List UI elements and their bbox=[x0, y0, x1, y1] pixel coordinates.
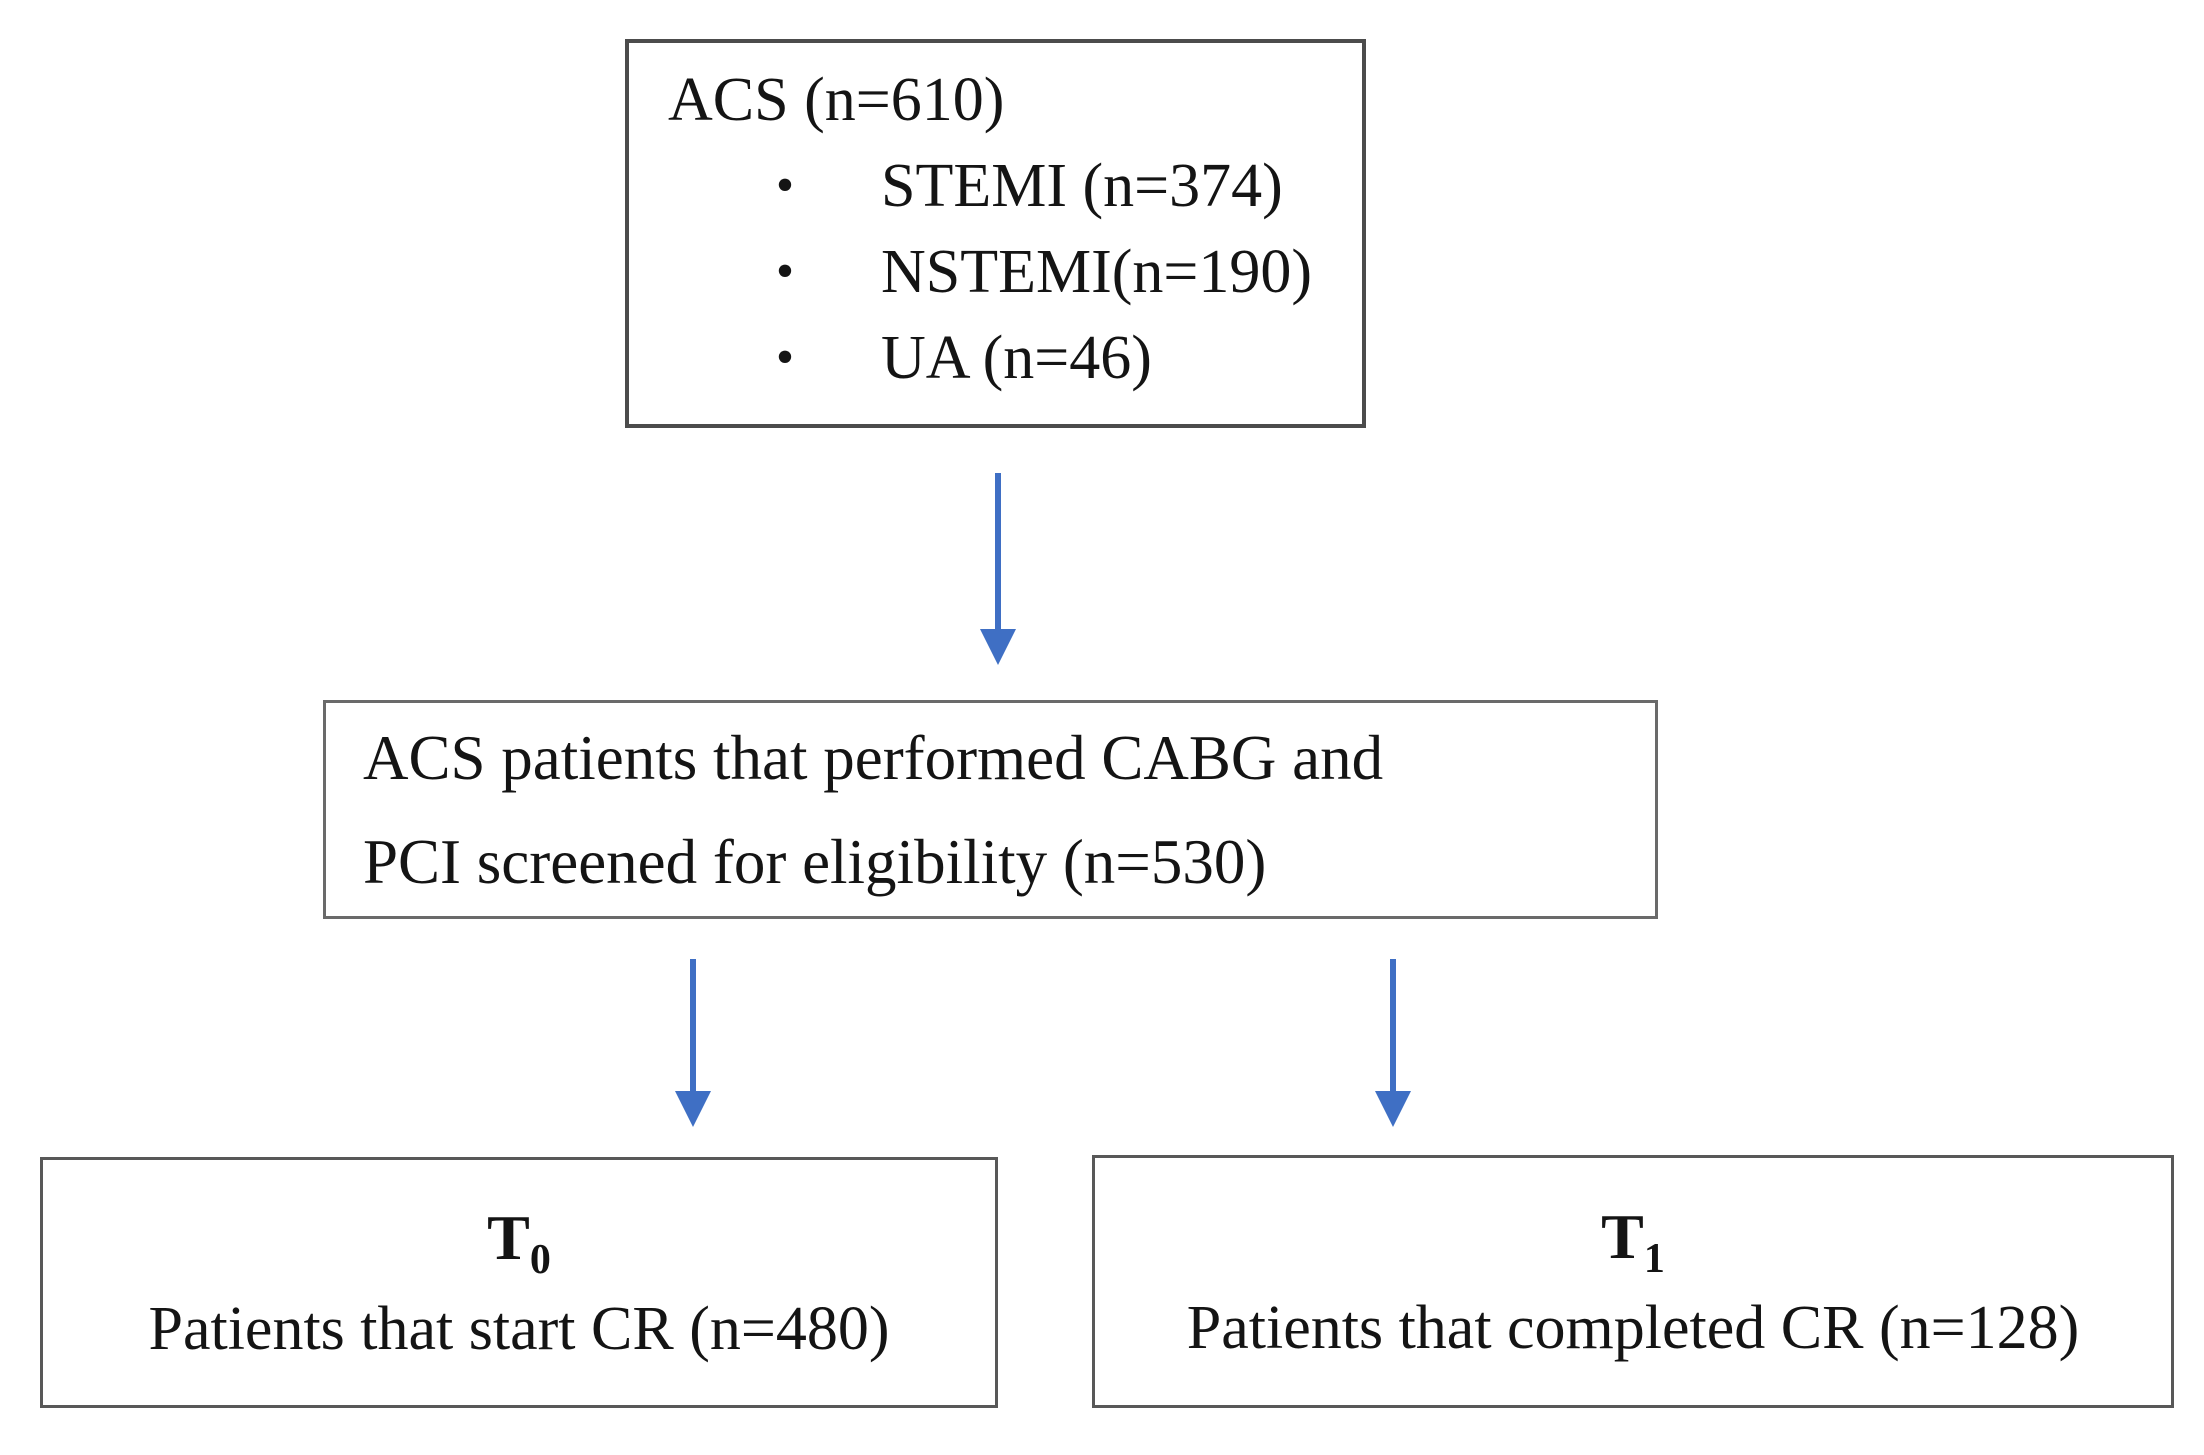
t0-start-cr-box: T0 Patients that start CR (n=480) bbox=[40, 1157, 998, 1408]
bullet-icon: • bbox=[775, 243, 795, 300]
t1-completed-cr-box: T1 Patients that completed CR (n=128) bbox=[1092, 1155, 2174, 1408]
eligibility-line-2: PCI screened for eligibility (n=530) bbox=[363, 826, 1267, 897]
down-arrow-icon bbox=[1375, 959, 1411, 1127]
down-arrow-icon bbox=[675, 959, 711, 1127]
eligibility-line-1: ACS patients that performed CABG and bbox=[363, 722, 1384, 793]
bullet-icon: • bbox=[775, 329, 795, 386]
t1-label: T1 bbox=[1601, 1191, 1665, 1283]
list-item-label: UA (n=46) bbox=[881, 324, 1152, 392]
t1-text: Patients that completed CR (n=128) bbox=[1186, 1293, 2080, 1362]
list-item-label: STEMI (n=374) bbox=[881, 152, 1283, 220]
list-item-stemi: • STEMI (n=374) bbox=[668, 143, 1352, 229]
acs-cohort-box: ACS (n=610) • STEMI (n=374) • NSTEMI(n=1… bbox=[625, 39, 1366, 428]
t0-label-base: T bbox=[487, 1201, 530, 1273]
down-arrow-icon bbox=[980, 473, 1016, 665]
t0-label-subscript: 0 bbox=[529, 1236, 551, 1283]
list-item-label: NSTEMI(n=190) bbox=[881, 238, 1313, 306]
t1-label-subscript: 1 bbox=[1643, 1235, 1665, 1282]
acs-cohort-title: ACS (n=610) bbox=[668, 66, 1005, 134]
t0-text: Patients that start CR (n=480) bbox=[148, 1294, 890, 1363]
list-item-ua: • UA (n=46) bbox=[668, 315, 1352, 401]
bullet-icon: • bbox=[775, 157, 795, 214]
t1-label-base: T bbox=[1601, 1200, 1644, 1272]
list-item-nstemi: • NSTEMI(n=190) bbox=[668, 229, 1352, 315]
t0-label: T0 bbox=[487, 1192, 551, 1284]
eligibility-box: ACS patients that performed CABG and PCI… bbox=[323, 700, 1658, 919]
